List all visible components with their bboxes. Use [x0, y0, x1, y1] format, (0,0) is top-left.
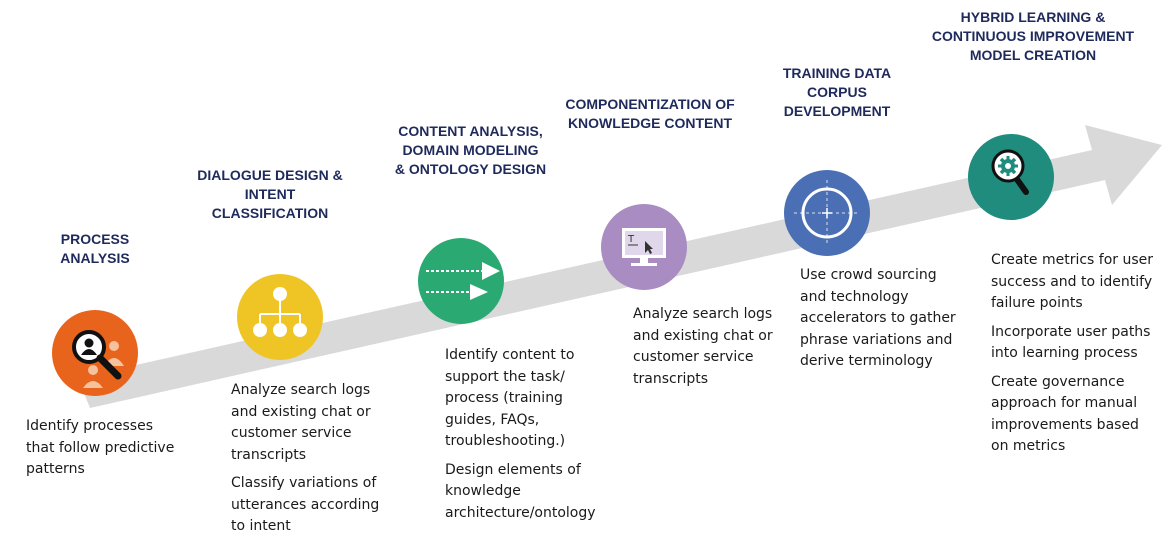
- step-1-title: PROCESS ANALYSIS: [60, 231, 130, 266]
- step-3-title: CONTENT ANALYSIS, DOMAIN MODELING & ONTO…: [394, 123, 547, 177]
- svg-text:T: T: [627, 234, 635, 245]
- magnifier-gear-icon: [968, 134, 1054, 220]
- flow-arrows-icon: [418, 238, 504, 324]
- step-4-description: Analyze search logs and existing chat or…: [633, 306, 773, 387]
- step-5-title: TRAINING DATA CORPUS DEVELOPMENT: [782, 65, 892, 119]
- step-5-description: Use crowd sourcing and technology accele…: [800, 267, 956, 369]
- step-6-circle: [968, 134, 1054, 220]
- target-icon: [784, 170, 870, 256]
- step-6-title: HYBRID LEARNING & CONTINUOUS IMPROVEMENT…: [931, 9, 1135, 63]
- step-1-circle: [52, 310, 138, 396]
- step-1-description: Identify processes that follow predictiv…: [26, 418, 175, 477]
- magnifier-people-icon: [52, 310, 138, 396]
- step-4-circle: T: [601, 204, 687, 290]
- step-2-circle: [237, 274, 323, 360]
- step-2-description: Analyze search logs and existing chat or…: [231, 382, 380, 534]
- step-3-description: Identify content to support the task/ pr…: [445, 347, 596, 521]
- step-6-description: Create metrics for user success and to i…: [991, 252, 1154, 454]
- step-2-title: DIALOGUE DESIGN & INTENT CLASSIFICATION: [197, 167, 343, 221]
- step-4-title: COMPONENTIZATION OF KNOWLEDGE CONTENT: [565, 96, 735, 131]
- hierarchy-icon: [237, 274, 323, 360]
- monitor-icon: T: [601, 204, 687, 290]
- step-5-circle: [784, 170, 870, 256]
- step-3-circle: [418, 238, 504, 324]
